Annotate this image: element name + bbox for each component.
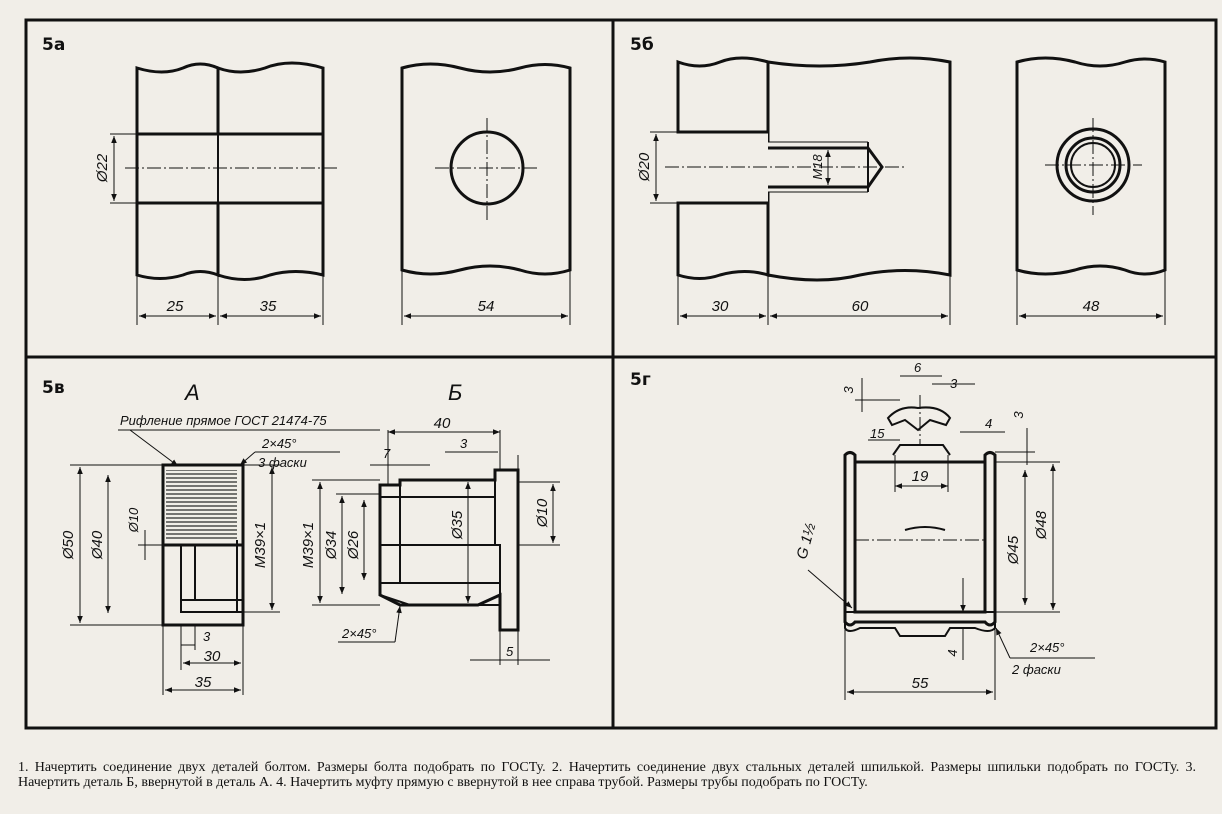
- dim-b7: 7: [383, 446, 391, 461]
- dim-t3c: 3: [1011, 411, 1026, 419]
- panel-5a: 5а Ø22 25 35: [42, 35, 572, 325]
- drawing-sheet: 5а Ø22 25 35: [24, 18, 1218, 730]
- panel-5b: 5б Ø20 M18 30 60: [630, 35, 1167, 325]
- dim-m18: M18: [810, 154, 825, 180]
- stud-joint-side-view: [1015, 56, 1167, 276]
- dim-a3: 3: [203, 629, 211, 644]
- dim-d48: Ø48: [1033, 510, 1050, 540]
- dim-b4: 4: [945, 649, 960, 656]
- dim-t6: 6: [914, 360, 922, 375]
- panel-label-5a: 5а: [42, 35, 65, 55]
- dim-30: 30: [712, 298, 729, 315]
- assignment-caption: 1. Начертить соединение двух деталей бол…: [18, 760, 1196, 790]
- dim-a30: 30: [204, 648, 221, 665]
- dim-d35: Ø35: [449, 510, 466, 540]
- dim-d45: Ø45: [1005, 535, 1022, 565]
- part-b-fitting: [378, 455, 520, 632]
- dim-d10a: Ø10: [126, 507, 141, 533]
- dim-t3b: 3: [950, 376, 958, 391]
- dim-35: 35: [260, 298, 277, 315]
- bolt-joint-side-view: [400, 62, 572, 276]
- dim-d26: Ø26: [345, 530, 362, 560]
- dim-t15: 15: [870, 426, 885, 441]
- chamfer-count-a: 3 фаски: [258, 455, 307, 470]
- dim-b40: 40: [434, 415, 451, 432]
- stud-joint-section: [665, 56, 952, 282]
- dim-25: 25: [166, 298, 184, 315]
- dim-d40: Ø40: [89, 530, 106, 560]
- dim-d34: Ø34: [323, 531, 340, 560]
- dim-m39b: M39×1: [300, 522, 317, 568]
- dim-d20: Ø20: [636, 152, 653, 182]
- panel-5g: 5г 6 3 3 15 19 4 3 Ø48: [630, 360, 1095, 700]
- chamfer-count-g: 2 фаски: [1011, 662, 1061, 677]
- panel-5v: 5в А Б Рифление прямое ГОСТ 21474-75 Ø50…: [42, 378, 560, 695]
- dim-d50: Ø50: [60, 530, 77, 560]
- dim-w55: 55: [912, 675, 929, 692]
- panel-label-5g: 5г: [630, 370, 651, 390]
- part-b-label: Б: [448, 380, 462, 405]
- bolt-joint-section: [125, 61, 338, 281]
- dim-m39a: M39×1: [252, 522, 269, 568]
- part-a-label: А: [183, 380, 200, 405]
- coupling-section: [843, 395, 997, 637]
- dim-54: 54: [478, 298, 495, 315]
- panel-label-5v: 5в: [42, 378, 65, 398]
- panel-label-5b: 5б: [630, 35, 654, 55]
- dim-d22: Ø22: [94, 153, 111, 183]
- dim-d10b: Ø10: [534, 498, 551, 528]
- sheet-frame: [24, 18, 1218, 730]
- dim-48: 48: [1083, 298, 1100, 315]
- dim-b3: 3: [460, 436, 468, 451]
- dim-t19: 19: [912, 468, 929, 485]
- dim-b5: 5: [506, 644, 514, 659]
- thread-label: G 1½: [793, 521, 819, 561]
- dim-t3a: 3: [841, 386, 856, 394]
- chamfer-note-a: 2×45°: [261, 436, 296, 451]
- dim-60: 60: [852, 298, 869, 315]
- chamfer-note-g: 2×45°: [1029, 640, 1064, 655]
- dim-t4a: 4: [985, 416, 992, 431]
- knurl-note: Рифление прямое ГОСТ 21474-75: [120, 413, 327, 428]
- dim-a35: 35: [195, 674, 212, 691]
- chamfer-note-b: 2×45°: [341, 626, 376, 641]
